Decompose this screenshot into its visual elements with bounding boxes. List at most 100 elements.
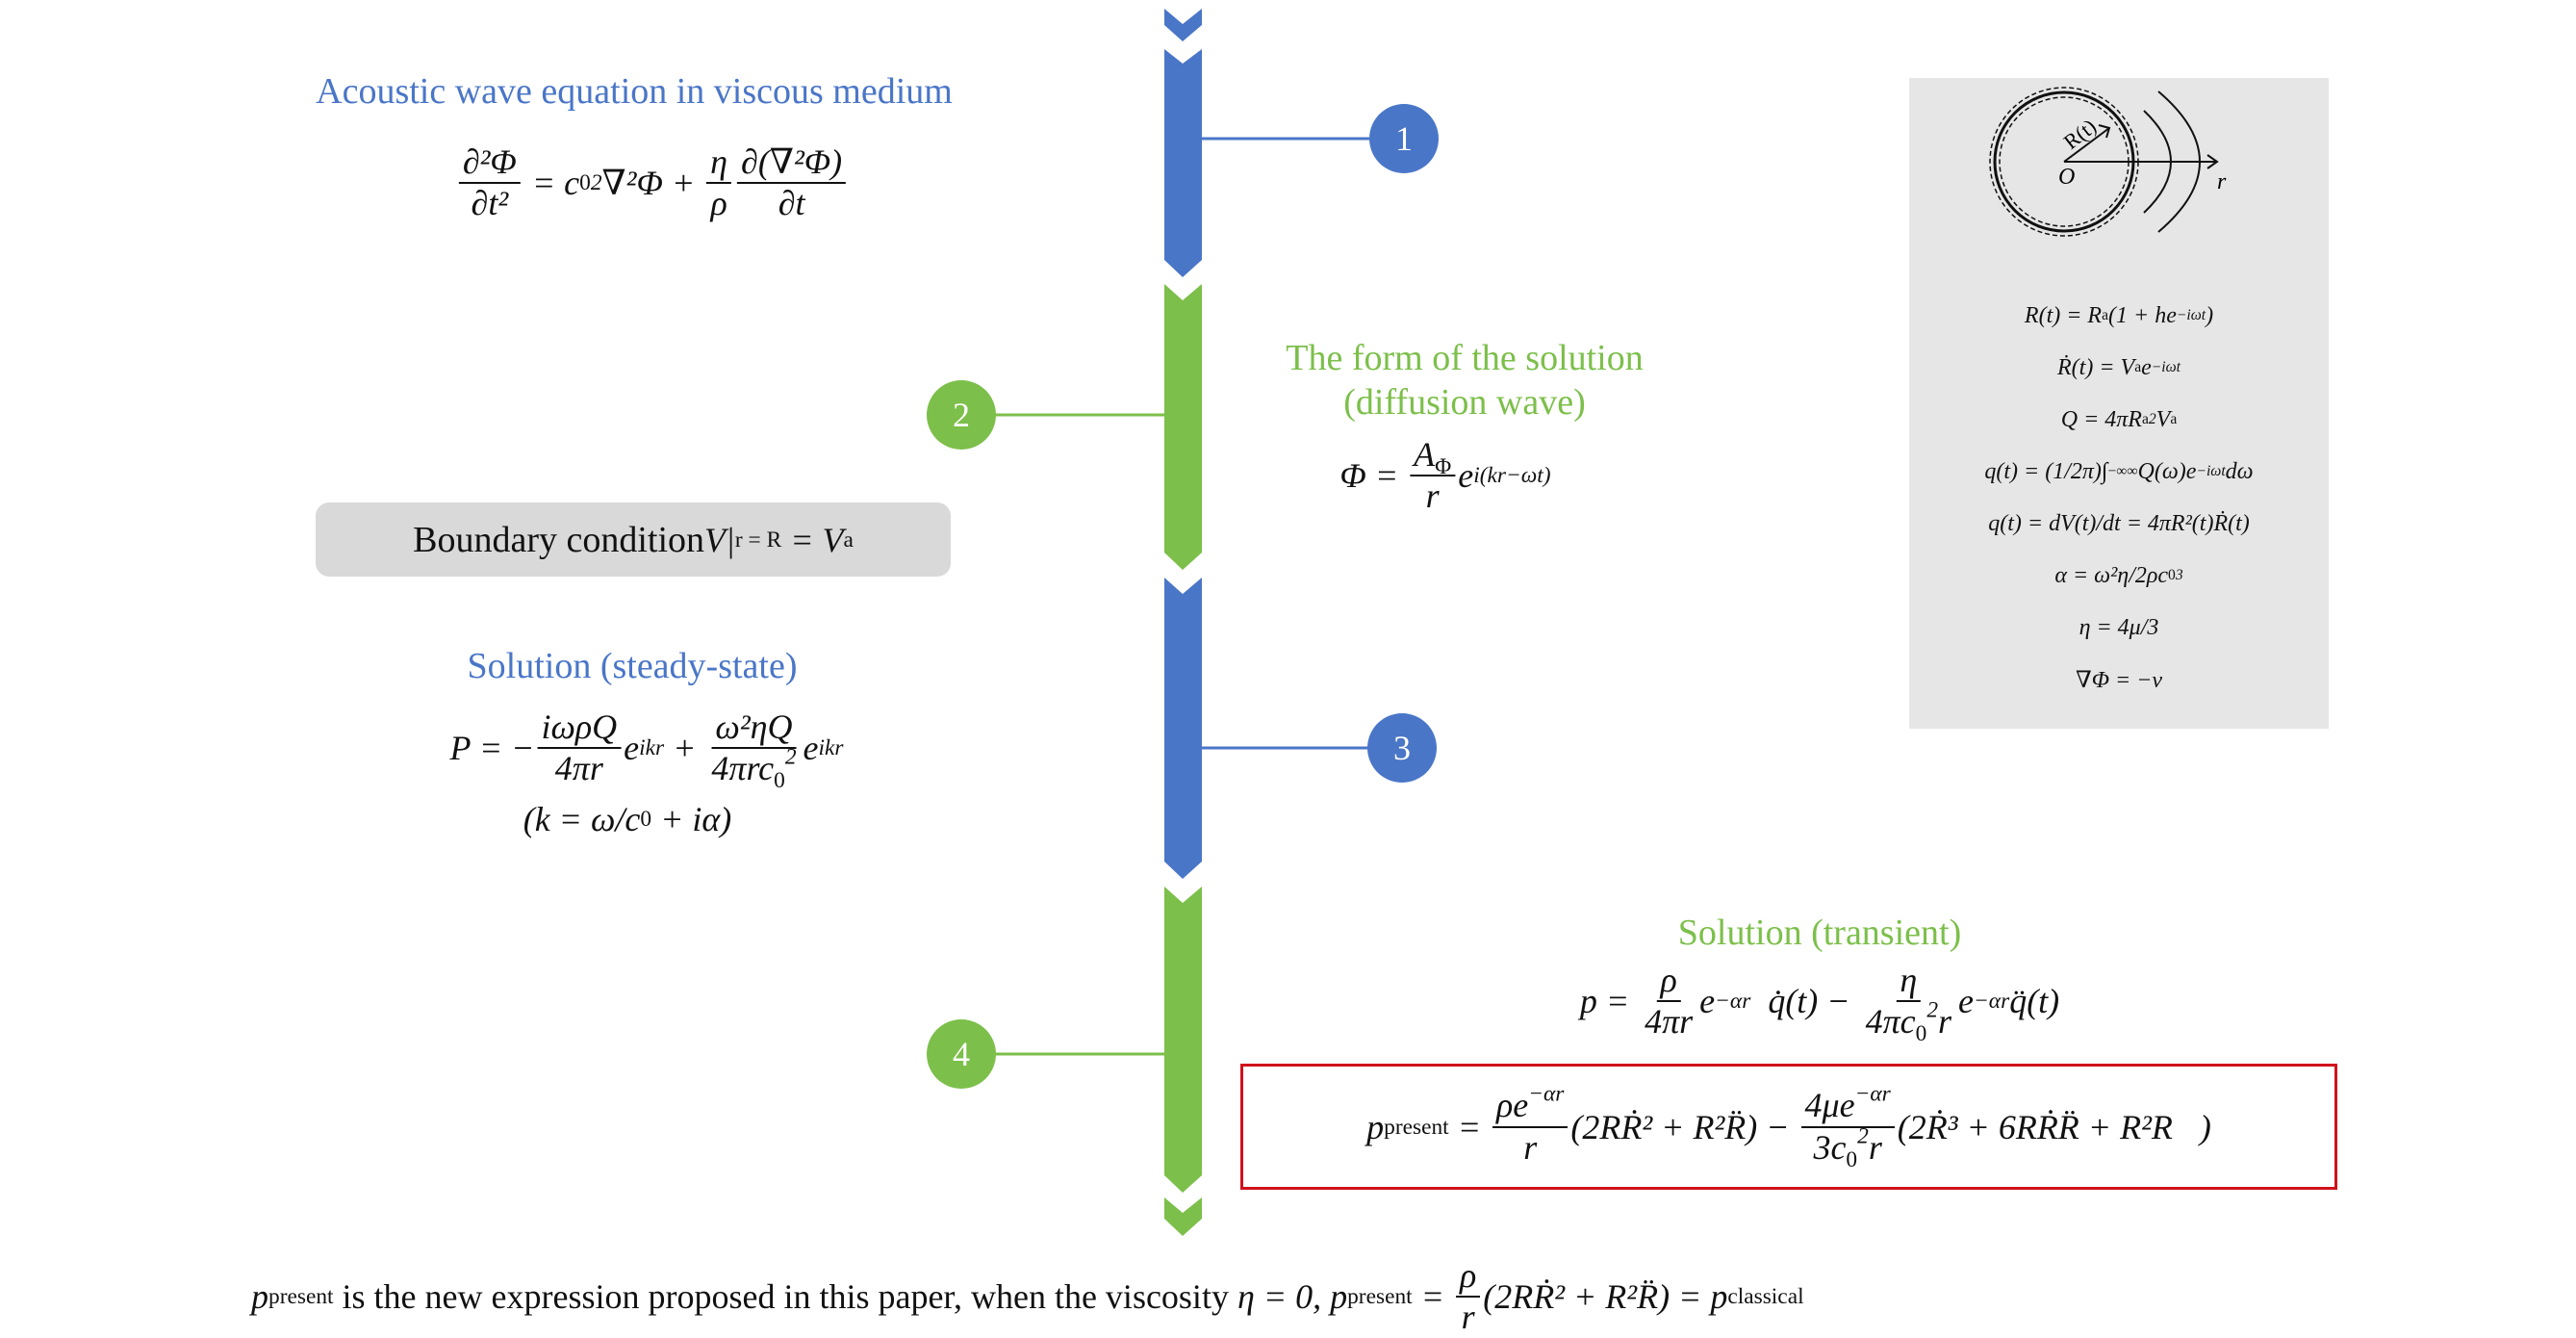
math-text: r (1523, 1127, 1538, 1167)
math-text: 4μe (1804, 1086, 1855, 1125)
radius-arrow (2063, 127, 2110, 163)
math-text: r (1938, 1002, 1952, 1042)
numerator: AΦ (1410, 435, 1456, 480)
math-text: ∇Φ = −v (2075, 667, 2163, 693)
section-1-title: Acoustic wave equation in viscous medium (316, 71, 953, 112)
timeline-segment-4 (1164, 887, 1202, 1193)
math-text: e (2141, 354, 2152, 380)
math-text: η (710, 142, 728, 181)
math-text: p (1366, 1107, 1385, 1146)
math-text: r (1425, 476, 1440, 516)
numerator: 4μe−αr (1800, 1083, 1895, 1128)
math-text: p (251, 1277, 268, 1317)
subscript: 0 (774, 768, 785, 794)
math-text: (2Ṙ³ + 6RṘR̈ + R²R⃛) (1897, 1107, 2211, 1146)
numerator: ∂(∇²Φ) (737, 142, 847, 185)
numerator: ρ (1656, 961, 1681, 1003)
math-text: = c (523, 164, 580, 203)
math-text: ∂t (778, 184, 805, 223)
math-text: | (726, 520, 735, 559)
denominator: 4πc02r (1862, 999, 1955, 1045)
denominator: r (1519, 1128, 1541, 1168)
math-text: e (803, 729, 819, 768)
math-text: p = (1579, 982, 1639, 1021)
denominator: 4πr (1641, 1002, 1696, 1042)
math-text: V (2155, 406, 2171, 432)
math-text: Q(ω)e (2137, 458, 2197, 484)
math-text: Ṙ(t) = V (2057, 354, 2135, 380)
subscript: Φ (1435, 454, 1452, 480)
math-text: (k = ω/c (523, 800, 641, 838)
timeline-segment-3 (1164, 578, 1202, 879)
step-4-badge: 4 (927, 1019, 996, 1089)
math-text: V (704, 520, 727, 559)
step-2-badge: 2 (927, 380, 996, 450)
radius-label: R(t) (2059, 114, 2101, 154)
section-2-subtitle: (diffusion wave) (1343, 382, 1586, 423)
math-text: ρ (710, 184, 727, 223)
math-text: (1 + he (2108, 302, 2177, 328)
denominator: ∂t² (468, 184, 513, 223)
potential-gradient-equation: ∇Φ = −v (2076, 666, 2162, 694)
math-text: + iα) (651, 800, 732, 838)
radius-arrowhead (2098, 124, 2111, 139)
denominator: 4πrc02 (707, 746, 800, 792)
subscript: 0 (1915, 1021, 1927, 1047)
math-text: ω²ηQ (715, 708, 793, 746)
math-text: R(t) = R (2024, 302, 2103, 328)
origin-label: O (2058, 165, 2075, 190)
math-text: α = ω²η/2ρc (2054, 562, 2169, 588)
math-text: ∇²Φ + (601, 164, 704, 203)
math-text: ∂²Φ (462, 142, 517, 181)
volume-rate-equation: q(t) = dV(t)/dt = 4πR²(t)Ṙ(t) (1988, 511, 2250, 537)
math-text: e (1458, 456, 1474, 496)
math-text: Q = 4πR (2060, 406, 2142, 432)
math-text: P = − (449, 729, 535, 768)
math-text: ∂t² (471, 184, 509, 223)
math-text: ∂(∇²Φ) (741, 142, 843, 181)
axis-label: r (2217, 169, 2227, 194)
superscript: 2 (1857, 1123, 1869, 1149)
timeline-segment-1 (1164, 49, 1202, 277)
denominator: 3c02r (1809, 1124, 1885, 1171)
math-text: 4πc (1865, 1002, 1916, 1042)
math-text: dω (2225, 458, 2254, 484)
math-text: r (1868, 1127, 1882, 1167)
denominator: ρ (706, 184, 730, 223)
denominator: r (1422, 476, 1443, 516)
math-text: ρe (1495, 1086, 1529, 1125)
r-axis-arrowhead (2206, 154, 2219, 169)
top-chevron (1164, 9, 1202, 41)
numerator: η (706, 142, 732, 185)
numerator: η (1896, 961, 1922, 1003)
math-text: + (664, 729, 705, 768)
bottom-chevron (1164, 1197, 1202, 1236)
math-text: η = 4μ/3 (2079, 614, 2159, 640)
math-text: 4πr (554, 749, 603, 788)
math-text: 4πrc (711, 749, 775, 788)
numerator: ∂²Φ (458, 142, 521, 185)
